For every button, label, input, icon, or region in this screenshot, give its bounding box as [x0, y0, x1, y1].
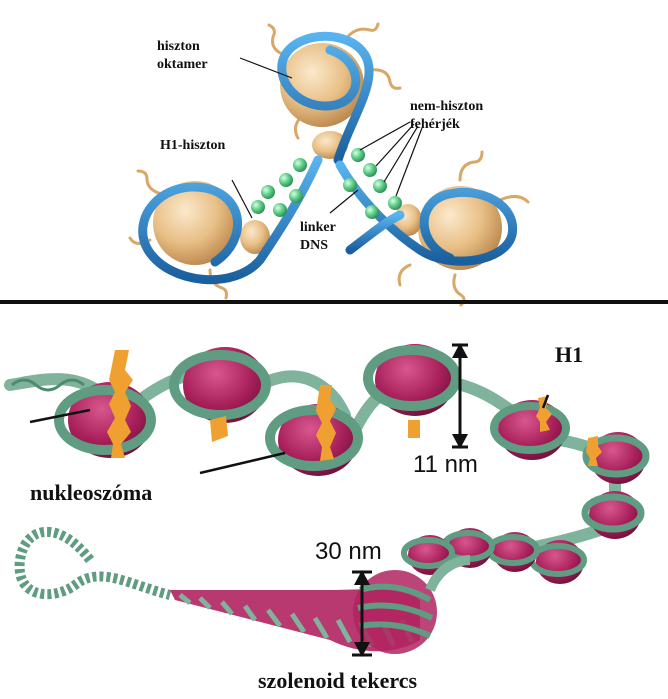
solenoid-head-wraps: [357, 583, 434, 639]
h1-histone-left: [240, 220, 270, 254]
measure-11nm: [452, 343, 468, 449]
h1-histone: [536, 396, 552, 432]
nonhistone-bead: [363, 163, 377, 177]
histone-octamer-left: [153, 181, 237, 265]
solenoid-to-beads: [425, 555, 471, 593]
dna-wrap: [363, 345, 461, 411]
arrow-30nm-up: [354, 570, 370, 585]
nonhistone-bead: [351, 148, 365, 162]
non-histone-proteins: [251, 148, 402, 219]
top-panel-30nm-fiber: [128, 22, 530, 307]
label-11nm: 11 nm: [413, 451, 478, 478]
nonhistone-bead: [293, 158, 307, 172]
nucleosome: [68, 382, 152, 458]
label-h1: H1: [555, 342, 584, 367]
nonhistone-bead: [279, 173, 293, 187]
h1-histone: [107, 350, 133, 458]
nucleosome-group: [54, 344, 650, 584]
nonhistone-bead: [273, 203, 287, 217]
dna-wrap: [54, 385, 156, 455]
nonhistone-bead: [261, 185, 275, 199]
label-histone-octamer: hiszton oktamer: [157, 39, 208, 72]
nonhistone-bead: [388, 196, 402, 210]
label-30nm: 30 nm: [315, 538, 382, 565]
leftmost-dna-helix: [11, 378, 85, 392]
h1-histone: [586, 436, 602, 466]
h1-histone: [210, 416, 228, 442]
arrow-30nm-down: [354, 642, 370, 657]
top-leader-lines: [231, 57, 423, 219]
label-non-histone-proteins: nem-hiszton fehérjék: [410, 99, 484, 132]
h1-histone: [316, 385, 336, 461]
dna-wrap: [490, 402, 570, 454]
dna-wrap: [582, 434, 650, 478]
nonhistone-bead: [373, 179, 387, 193]
h1-histones: [107, 350, 602, 466]
dna-wrap: [265, 405, 363, 471]
dna-strands: [138, 31, 518, 285]
nucleosome: [183, 347, 267, 423]
label-linker-dna: linker DNS: [300, 220, 336, 253]
h1-histone: [408, 420, 420, 438]
label-solenoid: szolenoid tekercs: [258, 668, 418, 693]
dna-wrap: [169, 350, 271, 420]
dna-wrap: [581, 493, 645, 533]
nonhistone-bead: [289, 189, 303, 203]
label-nucleosome: nukleoszóma: [30, 480, 153, 505]
solenoid-coil: [14, 526, 471, 654]
arrow-11nm-down: [452, 434, 468, 449]
solenoid-tail-loop: [14, 526, 172, 600]
label-h1-histone: H1-hiszton: [160, 138, 226, 153]
nonhistone-bead: [365, 205, 379, 219]
bottom-leader-lines: [29, 394, 550, 475]
nonhistone-bead: [343, 178, 357, 192]
arrow-11nm-up: [452, 343, 468, 358]
nonhistone-bead: [251, 200, 265, 214]
dna-wrap: [401, 537, 455, 569]
bottom-panel-beads-on-string: [4, 343, 650, 657]
